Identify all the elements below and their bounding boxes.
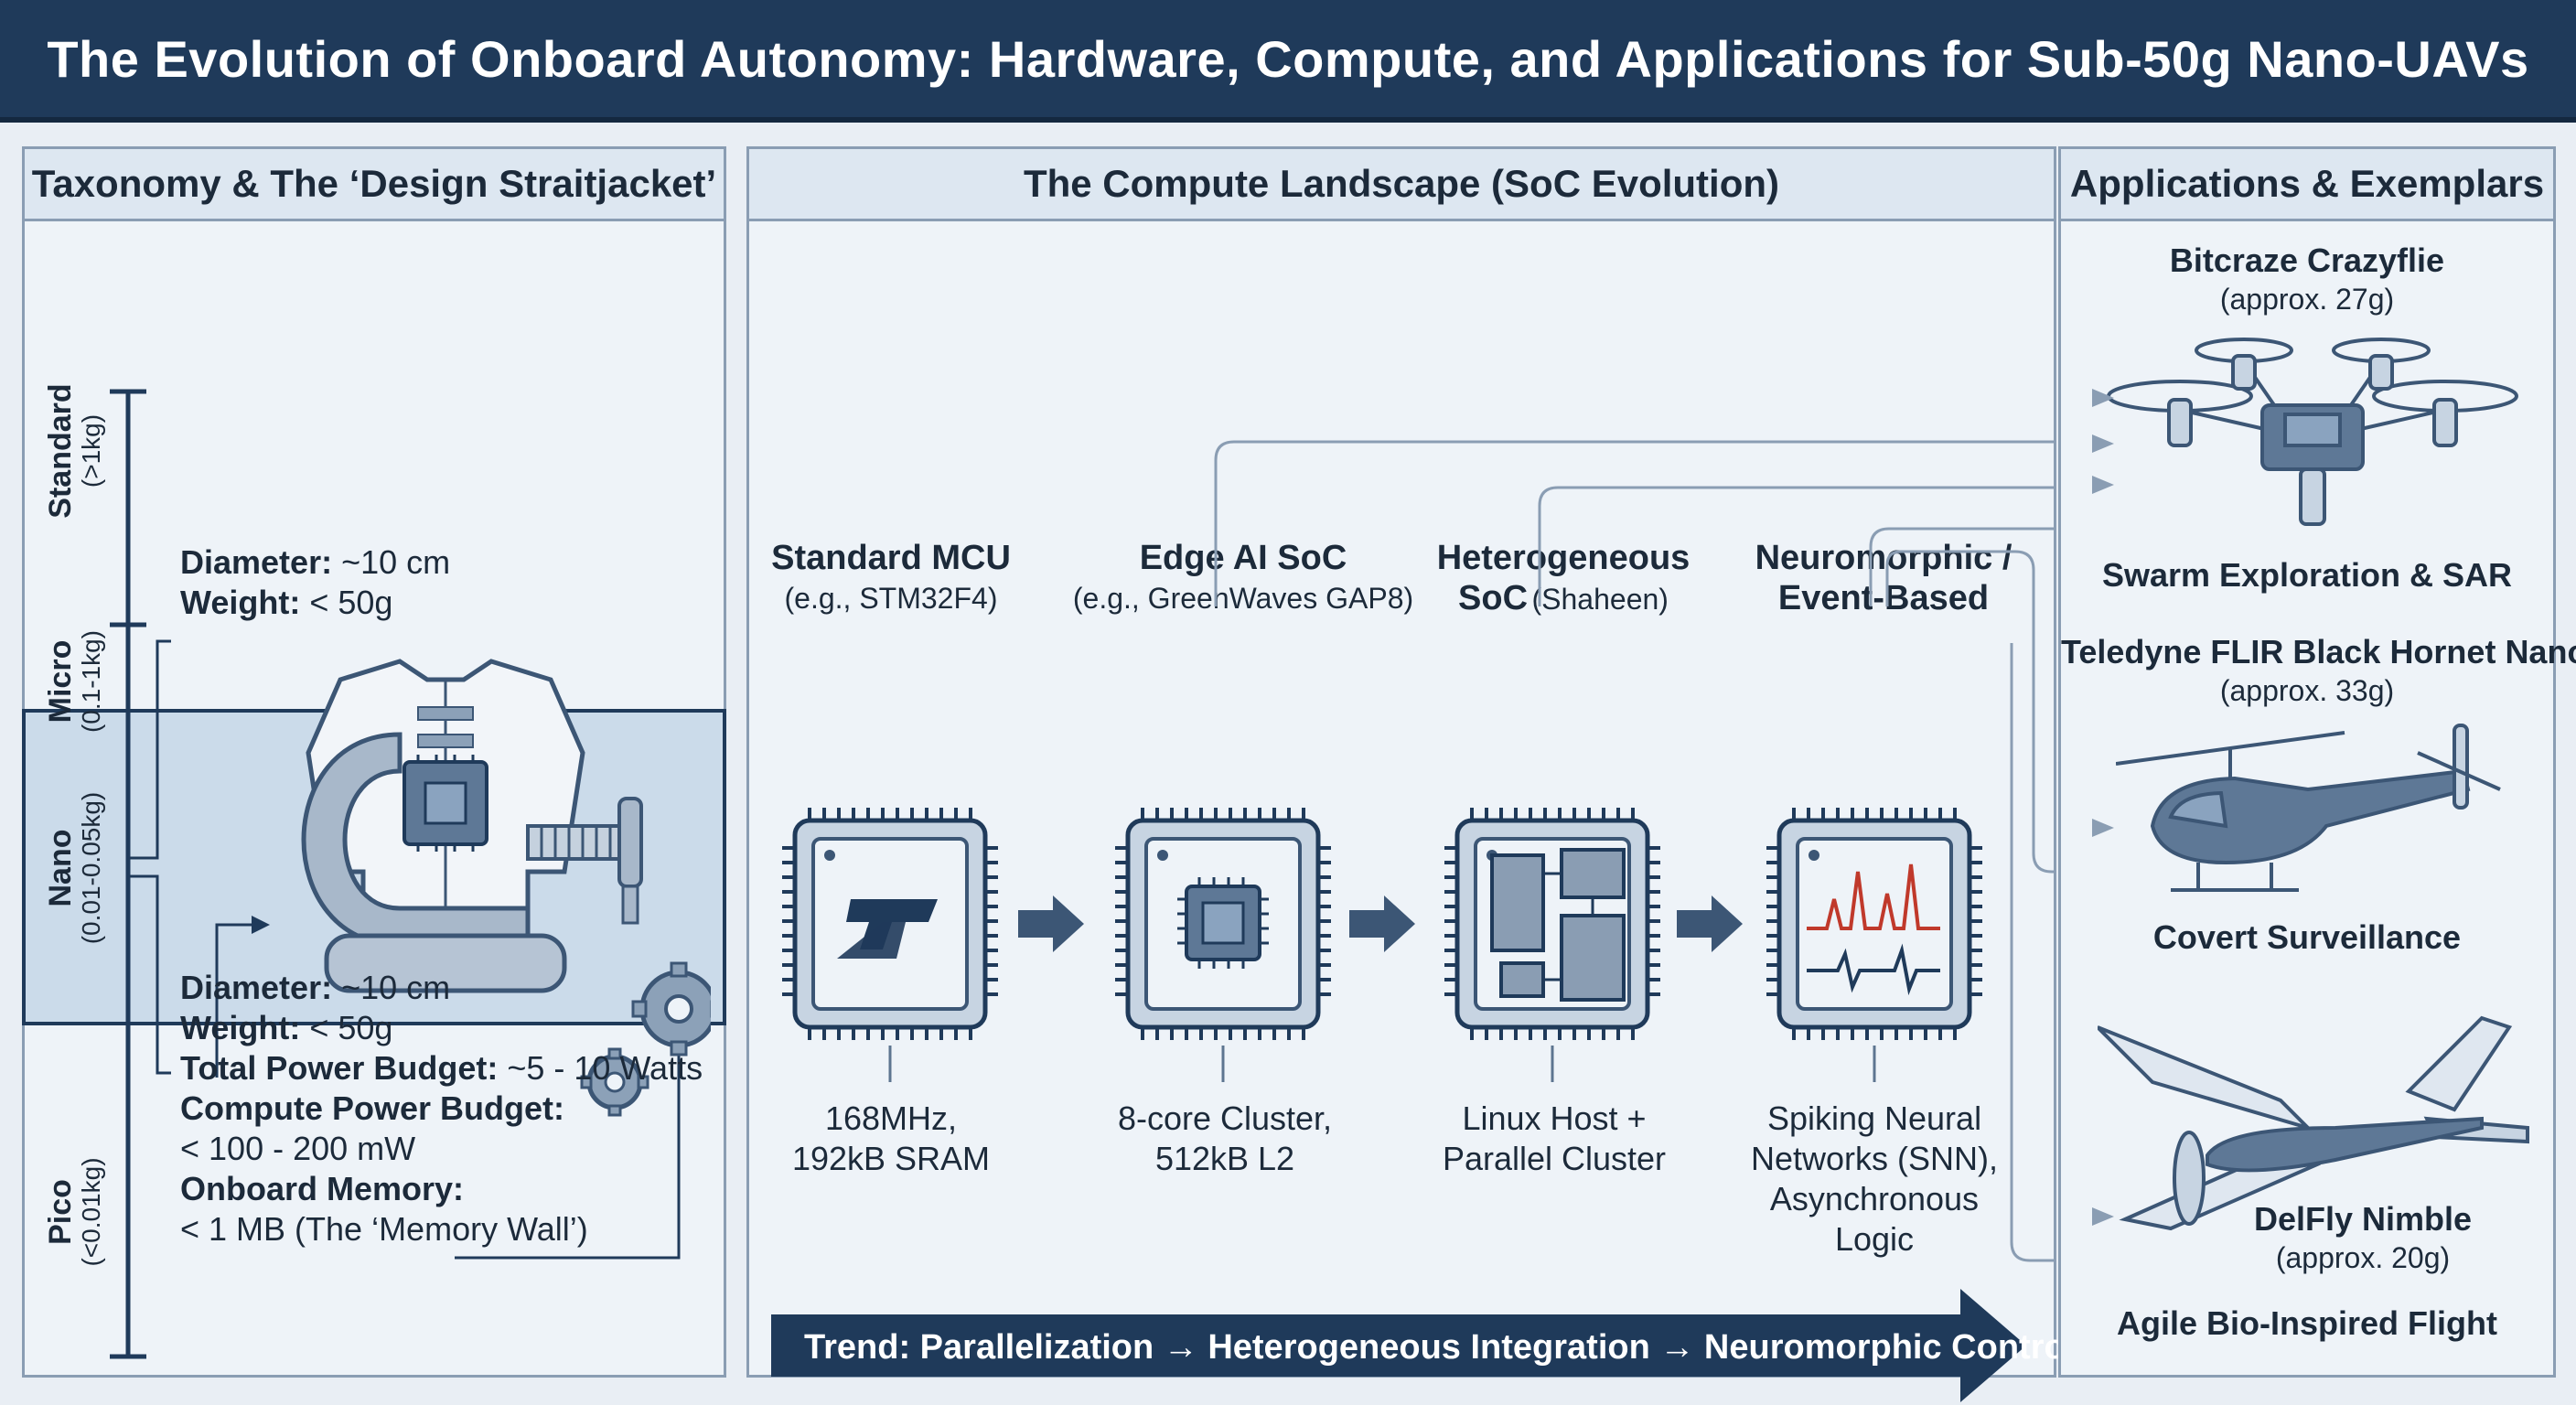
onboard-memory-value: < 1 MB (The ‘Memory Wall’)	[180, 1210, 588, 1248]
chip-3-title: Neuromorphic / Event-Based	[1755, 539, 2012, 617]
class-micro-label: Micro (0.1-1kg)	[43, 629, 105, 734]
lower-weight-spec: Weight: < 50g	[180, 1009, 393, 1046]
connector-arrowheads	[2092, 389, 2114, 1226]
compute-power-budget-label: Compute Power Budget:	[180, 1089, 564, 1127]
gear-icon	[580, 1047, 649, 1117]
total-power-budget-spec: Total Power Budget: ~5 - 10 Watts	[180, 1049, 703, 1087]
taxonomy-panel: Taxonomy & The ‘Design Straitjacket’ Sta…	[22, 146, 726, 1378]
compute-heading: The Compute Landscape (SoC Evolution)	[749, 149, 2054, 221]
class-nano-label: Nano (0.01-0.05kg)	[43, 791, 105, 945]
chip-standard-mcu	[782, 808, 998, 1040]
weight-scale-axis	[110, 389, 688, 1359]
soc-evolution-diagram	[749, 440, 2054, 1262]
app-1-header: Teledyne FLIR Black Hornet Nano (approx.…	[2061, 633, 2576, 707]
helicopter-icon	[2116, 724, 2501, 892]
onboard-memory-label: Onboard Memory:	[180, 1170, 465, 1207]
application-connectors	[1214, 440, 2054, 1262]
class-standard-label: Standard (>1kg)	[43, 383, 105, 519]
straitjacket-clamp-illustration	[301, 659, 711, 1117]
chip-2-title: Heterogeneous SoC (Shaheen)	[1436, 539, 1690, 617]
trend-arrow	[771, 1289, 2026, 1402]
lower-diameter-spec: Diameter: ~10 cm	[180, 969, 451, 1006]
flow-arrows	[1018, 896, 1743, 952]
class-pico-label: Pico (<0.01kg)	[43, 1157, 105, 1267]
spike-waveform-icon	[1807, 863, 1940, 996]
flapping-wing-icon	[2098, 1015, 2529, 1231]
taxonomy-heading: Taxonomy & The ‘Design Straitjacket’	[25, 149, 724, 221]
st-logo-icon	[837, 899, 938, 959]
app-2-header: DelFly Nimble (approx. 20g)	[2253, 1200, 2473, 1274]
chip-0-title: Standard MCU (e.g., STM32F4)	[771, 539, 1011, 615]
app-1-use: Covert Surveillance	[2152, 918, 2462, 956]
chip-0-specs: 168MHz,192kB SRAM	[791, 1099, 991, 1177]
chip-neuromorphic	[1766, 808, 1982, 1040]
cpu-core-icon	[1177, 877, 1269, 969]
compute-panel: The Compute Landscape (SoC Evolution) St…	[746, 146, 2075, 1402]
gear-icon	[631, 961, 711, 1056]
app-0-use: Swarm Exploration & SAR	[2101, 556, 2513, 594]
chip-2-specs: Linux Host +Parallel Cluster	[1442, 1099, 1667, 1177]
block-diagram-icon	[1490, 848, 1626, 1002]
trend-label: Trend: Parallelization → Heterogeneous I…	[804, 1328, 2076, 1367]
app-2-use: Agile Bio-Inspired Flight	[2117, 1304, 2497, 1342]
chip-heterogeneous-soc	[1444, 808, 1660, 1040]
applications-heading: Applications & Exemplars	[2061, 149, 2553, 221]
quadcopter-icon	[2107, 338, 2518, 526]
chip-edge-ai-soc	[1115, 808, 1331, 1040]
applications-panel: Applications & Exemplars Bitcraze Crazyf…	[2058, 146, 2576, 1378]
chip-1-specs: 8-core Cluster,512kB L2	[1117, 1099, 1333, 1177]
chip-1-title: Edge AI SoC (e.g., GreenWaves GAP8)	[1072, 539, 1414, 615]
upper-weight-spec: Weight: < 50g	[180, 584, 393, 621]
compute-power-budget-value: < 100 - 200 mW	[180, 1130, 416, 1167]
header-bar: The Evolution of Onboard Autonomy: Hardw…	[0, 0, 2576, 123]
page-title: The Evolution of Onboard Autonomy: Hardw…	[47, 29, 2529, 88]
upper-diameter-spec: Diameter: ~10 cm	[180, 543, 451, 581]
app-0-header: Bitcraze Crazyflie (approx. 27g)	[2169, 241, 2445, 316]
